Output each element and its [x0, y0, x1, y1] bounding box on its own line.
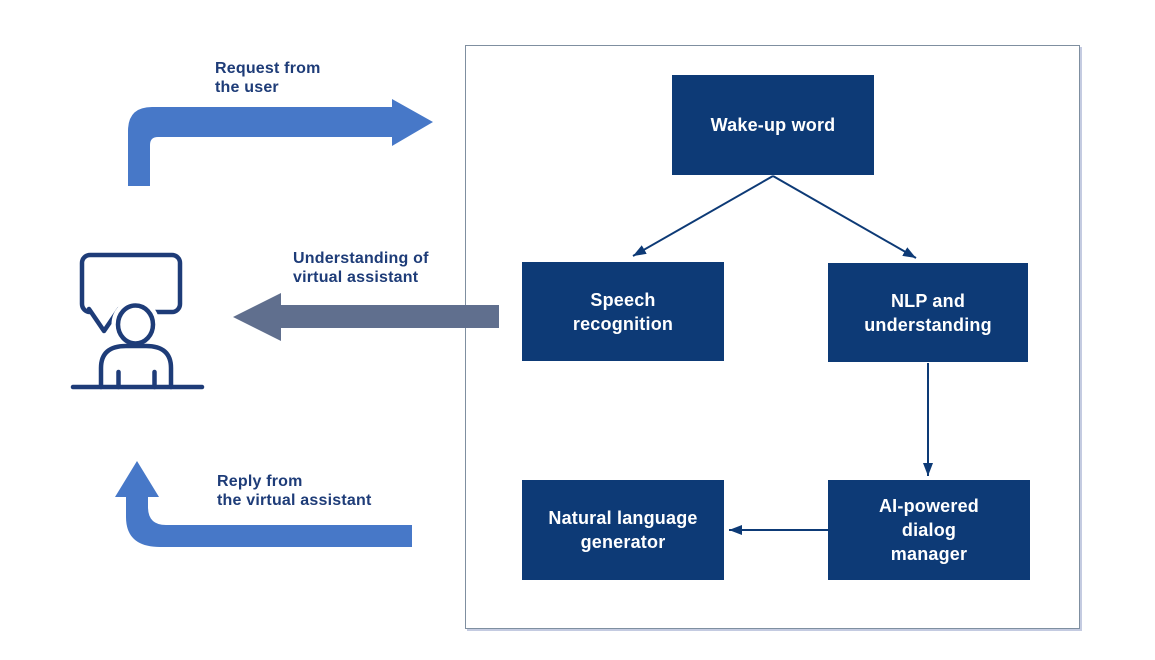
user-with-speech-bubble-icon: [70, 252, 205, 390]
box-wake-up-word: Wake-up word: [672, 75, 874, 175]
connector-wakeup-to-speech: [632, 175, 774, 257]
box-nlp-and-understanding: NLP and understanding: [828, 263, 1028, 362]
understanding-arrow-icon: [233, 293, 499, 341]
connector-wakeup-to-nlp: [772, 175, 917, 259]
understanding-label: Understanding of virtual assistant: [293, 250, 429, 286]
reply-label: Reply from the virtual assistant: [217, 473, 372, 509]
reply-arrow-icon: [115, 461, 412, 547]
user-torso: [98, 343, 174, 390]
system-boundary-box: [465, 45, 1080, 629]
request-arrow-icon: [128, 99, 433, 186]
box-speech-recognition: Speech recognition: [522, 262, 724, 361]
box-natural-language-generator: Natural language generator: [522, 480, 724, 580]
box-ai-powered-dialog-manager: AI-powered dialog manager: [828, 480, 1030, 580]
request-label: Request from the user: [215, 60, 321, 96]
